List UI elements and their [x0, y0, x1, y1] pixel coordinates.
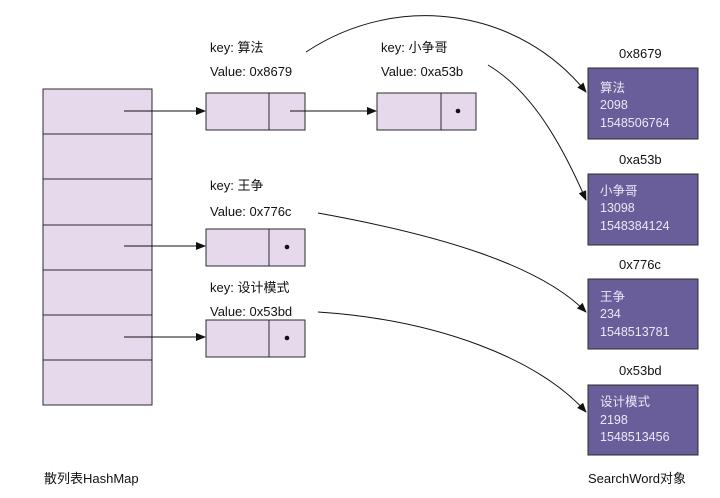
- entry-value-label: Value: 0x53bd: [210, 304, 292, 319]
- bucket-1: [42, 133, 153, 180]
- object-address: 0x53bd: [619, 363, 662, 378]
- object-number: 2198: [600, 413, 628, 427]
- object-number: 2098: [600, 98, 628, 112]
- entry-key-label: key: 小争哥: [381, 40, 447, 55]
- bucket-3: [42, 224, 153, 271]
- object-timestamp: 1548513456: [600, 430, 670, 444]
- null-pointer-dot: [455, 108, 461, 114]
- entry-value-label: Value: 0x776c: [210, 204, 292, 219]
- node-wangzheng: [205, 228, 306, 267]
- searchword-object: 0x776c 王争 234 1548513781: [587, 257, 699, 350]
- value-arrow-0xa53b: [487, 64, 587, 201]
- object-address: 0xa53b: [619, 152, 662, 167]
- object-name: 算法: [600, 80, 625, 95]
- hash-table: [42, 88, 153, 406]
- object-timestamp: 1548384124: [600, 219, 670, 233]
- value-arrow-0x53bd: [317, 311, 587, 413]
- value-arrow-0x776c: [317, 212, 587, 313]
- searchword-object: 0x53bd 设计模式 2198 1548513456: [587, 363, 699, 456]
- hashmap-caption: 散列表HashMap: [44, 471, 139, 486]
- bucket-2: [42, 178, 153, 226]
- object-name: 小争哥: [600, 184, 638, 198]
- null-pointer-dot: [284, 244, 290, 250]
- searchword-object: 0x8679 算法 2098 1548506764: [587, 46, 699, 140]
- bucket-6: [42, 359, 153, 406]
- entry-key-label: key: 王争: [210, 178, 263, 193]
- object-timestamp: 1548513781: [600, 325, 670, 339]
- object-name: 王争: [600, 290, 625, 304]
- object-address: 0x776c: [619, 257, 661, 272]
- objects-caption: SearchWord对象: [588, 471, 686, 486]
- object-address: 0x8679: [619, 46, 662, 61]
- entry-key-label: key: 算法: [210, 40, 263, 55]
- node-design-patterns: [205, 319, 306, 358]
- entry-value-label: Value: 0x8679: [210, 64, 292, 79]
- node-xiaozhengge: [376, 92, 477, 131]
- bucket-4: [42, 269, 153, 316]
- object-number: 234: [600, 307, 621, 321]
- value-arrow-0x8679: [305, 15, 587, 93]
- entry-value-label: Value: 0xa53b: [381, 64, 463, 79]
- object-timestamp: 1548506764: [600, 116, 670, 130]
- object-name: 设计模式: [600, 394, 651, 409]
- null-pointer-dot: [284, 335, 290, 341]
- entry-key-label: key: 设计模式: [210, 280, 289, 295]
- node-algorithm: [205, 92, 306, 131]
- searchword-object: 0xa53b 小争哥 13098 1548384124: [587, 152, 699, 246]
- object-number: 13098: [600, 201, 635, 215]
